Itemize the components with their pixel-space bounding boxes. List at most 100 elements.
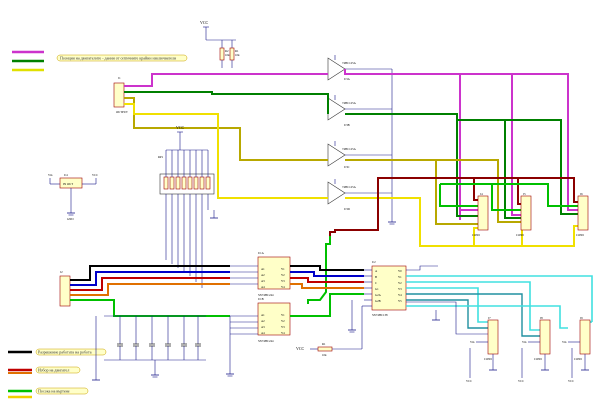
svg-text:Vin: Vin [522,340,527,344]
legend-label-direction: Посока на въртене [38,389,70,394]
svg-text:A3: A3 [261,325,265,329]
connector-j8 [539,319,551,355]
svg-text:Y3: Y3 [398,287,402,291]
legend-bottom: Разрешение работата на робота Избор на д… [8,348,107,399]
svg-text:J8: J8 [540,316,543,320]
svg-text:Y1: Y1 [281,313,285,317]
connector-j5 [520,195,532,231]
svg-text:VCC: VCC [518,379,524,383]
svg-text:R1: R1 [322,342,326,346]
svg-text:U3B: U3B [344,123,350,127]
connector-j1 [113,82,125,108]
buffer-u3a [327,57,346,81]
svg-text:A4: A4 [261,331,265,335]
bottom-connectors: J7 Vin CON6 VCC J8 Vin CON6 VCC J9 Vin C… [466,316,591,383]
svg-text:SN74HC244: SN74HC244 [258,293,274,297]
capacitor-bank [104,315,206,378]
buffer-column: 74HC125A U3A 74HC125A U3B 74HC125A U3C 7… [327,55,396,225]
svg-text:Vin: Vin [562,340,567,344]
svg-text:CON6: CON6 [574,357,582,361]
svg-text:Y0: Y0 [398,269,402,273]
rp1-outline [159,173,215,195]
svg-text:U3D: U3D [344,207,351,211]
svg-text:Y2: Y2 [398,281,402,285]
svg-text:R1: R1 [235,49,239,53]
svg-text:U3C: U3C [344,165,350,169]
output-connector: J1 OUTPUT [113,76,128,114]
svg-text:SN74HC138: SN74HC138 [372,313,388,317]
svg-text:G2B: G2B [375,299,381,303]
regulator: Vin IN OUT U4 VCC GND [48,173,98,221]
svg-text:CON6: CON6 [516,233,524,237]
svg-text:Y5: Y5 [398,299,402,303]
svg-text:U1B: U1B [258,297,264,301]
resistor-pack: VCC RP1 [158,125,215,288]
svg-text:IN OUT: IN OUT [63,182,73,186]
svg-text:A4: A4 [261,285,265,289]
svg-text:OUTPUT: OUTPUT [116,110,128,114]
connector-j9 [579,319,591,355]
connector-j4 [477,195,489,231]
svg-text:10k: 10k [322,353,327,357]
svg-text:A2: A2 [261,273,265,277]
svg-text:VCC: VCC [568,379,574,383]
svg-text:Vin: Vin [470,340,475,344]
svg-text:U4: U4 [64,173,68,177]
svg-text:VCC: VCC [466,379,472,383]
signal-wires-bottom [406,265,593,337]
svg-text:CON6: CON6 [472,233,480,237]
svg-text:Y1: Y1 [281,267,285,271]
connector-j6 [577,195,589,231]
buffer-u3d [327,181,346,205]
connector-j7 [487,319,499,355]
svg-text:A: A [375,269,378,273]
svg-text:U3A: U3A [344,77,351,81]
svg-text:J1: J1 [118,76,121,80]
signal-wires-top [124,69,578,304]
svg-text:Y4: Y4 [398,293,402,297]
svg-text:74HC125A: 74HC125A [342,101,357,105]
svg-text:A3: A3 [261,279,265,283]
legend-label-enable: Разрешение работата на робота [38,350,92,355]
svg-text:J6: J6 [580,192,583,196]
svg-text:R2: R2 [225,49,229,53]
resistor-r1 [219,47,225,61]
left-connector: J2 [59,265,230,317]
chip-u2 [371,265,407,311]
legend-top: Позиция на двигателите - данни от оптичн… [12,50,188,72]
svg-text:GND: GND [67,217,74,221]
svg-text:J5: J5 [523,192,526,196]
svg-text:Y2: Y2 [281,319,285,323]
svg-text:U2: U2 [372,260,376,264]
resistor-r-vcc [317,346,333,352]
svg-text:A1: A1 [261,313,265,317]
svg-text:74HC125A: 74HC125A [342,147,357,151]
svg-text:B: B [375,275,377,279]
svg-text:Y4: Y4 [281,331,285,335]
svg-text:VCC: VCC [176,125,185,130]
legend-top-label-box [56,54,188,62]
legend-label-box-2 [35,366,81,374]
resistor-r2 [229,47,235,61]
svg-text:Y1: Y1 [398,275,402,279]
ground-symbols [92,210,440,381]
top-connectors: J4 CON6 J5 CON6 J6 CON6 [472,192,589,237]
legend-label-box-1 [35,348,107,356]
svg-text:SN74HC244: SN74HC244 [258,339,274,343]
svg-text:CON6: CON6 [534,357,542,361]
svg-text:J4: J4 [480,192,483,196]
svg-text:Vin: Vin [48,173,53,177]
svg-text:10k: 10k [235,53,240,57]
svg-text:G2A: G2A [375,293,382,297]
svg-text:VCC: VCC [296,346,305,351]
buffer-u3c [327,143,346,167]
svg-text:C: C [375,281,377,285]
connector-j2 [59,275,71,307]
svg-text:VCC: VCC [92,173,98,177]
top-pullups: VCC R2 10k R1 10k [200,20,240,68]
svg-text:J7: J7 [488,316,491,320]
svg-text:A2: A2 [261,319,265,323]
